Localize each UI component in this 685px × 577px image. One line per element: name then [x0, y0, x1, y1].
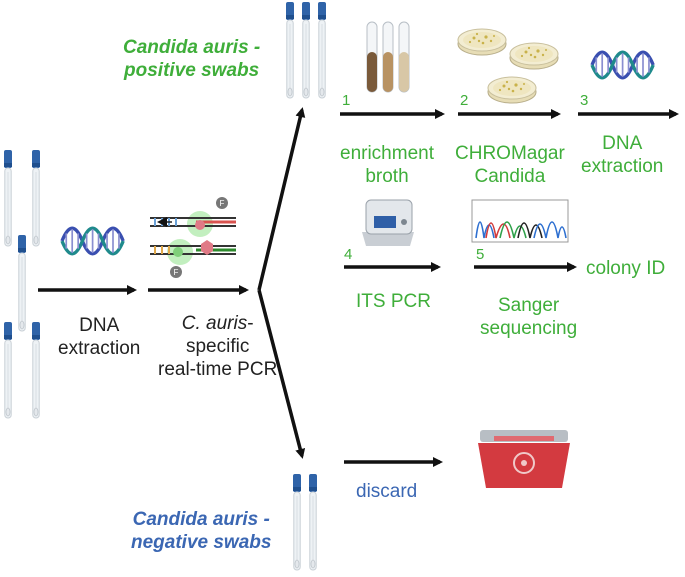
pcr-probe-icon	[150, 197, 236, 278]
dna2-line-1: DNA	[602, 133, 643, 154]
sanger-sequencing-label: Sanger sequencing	[480, 294, 577, 340]
dna-helix-icon	[60, 226, 125, 256]
biohazard-bin-icon	[478, 430, 570, 488]
step-number: 5	[476, 246, 485, 263]
colony-id-label: colony ID	[586, 258, 666, 279]
step-number: 2	[460, 92, 469, 109]
discard-label: discard	[356, 481, 418, 502]
dna2-line-2: extraction	[581, 156, 664, 177]
dna-extraction-label: DNA extraction	[58, 314, 140, 360]
enrichment-line-2: broth	[365, 166, 409, 187]
pcr-organism: C. auris	[181, 313, 248, 334]
chromagar-label: CHROMagar Candida	[455, 142, 565, 188]
pcr-line-3: real-time PCR	[158, 359, 278, 380]
petri-dish-icon	[457, 28, 559, 104]
probe-marker-label: F	[220, 199, 225, 208]
swab-tube-icon	[292, 473, 318, 571]
pcr-machine-icon	[362, 199, 414, 246]
swab-tube-icon	[285, 1, 327, 99]
sanger-line-2: sequencing	[480, 318, 578, 339]
chromatogram-icon	[471, 199, 569, 243]
chromagar-line-1: CHROMagar	[455, 143, 565, 164]
culture-tube-icon	[366, 21, 410, 93]
enrichment-line-1: enrichment	[340, 143, 434, 164]
probe-marker-label: F	[174, 268, 179, 277]
pcr-hyphen: -	[247, 313, 254, 334]
negative-line-1: Candida auris -	[132, 509, 270, 530]
pcr-label: C. auris- specific real-time PCR	[158, 312, 277, 381]
swab-tube-icon	[3, 149, 41, 419]
step-number: 4	[344, 246, 353, 263]
dna-extraction-line-2: extraction	[58, 338, 141, 359]
step-number: 1	[342, 92, 351, 109]
positive-swabs-label: Candida auris - positive swabs	[123, 36, 260, 82]
enrichment-broth-label: enrichment broth	[340, 142, 434, 188]
pcr-line-2: specific	[185, 336, 250, 357]
flow-arrows	[38, 107, 679, 467]
its-pcr-label: ITS PCR	[356, 291, 431, 312]
dna-helix-icon	[590, 50, 655, 80]
positive-line-1: Candida auris -	[123, 37, 261, 58]
pcr-line-1: C. auris-	[158, 312, 277, 335]
dna-extraction-2-label: DNA extraction	[581, 132, 663, 178]
dna-extraction-line-1: DNA	[79, 315, 120, 336]
positive-line-2: positive swabs	[124, 60, 260, 81]
negative-swabs-label: Candida auris - negative swabs	[131, 508, 271, 554]
chromagar-line-2: Candida	[474, 166, 546, 187]
sanger-line-1: Sanger	[497, 295, 560, 316]
negative-line-2: negative swabs	[131, 532, 272, 553]
step-number: 3	[580, 92, 589, 109]
